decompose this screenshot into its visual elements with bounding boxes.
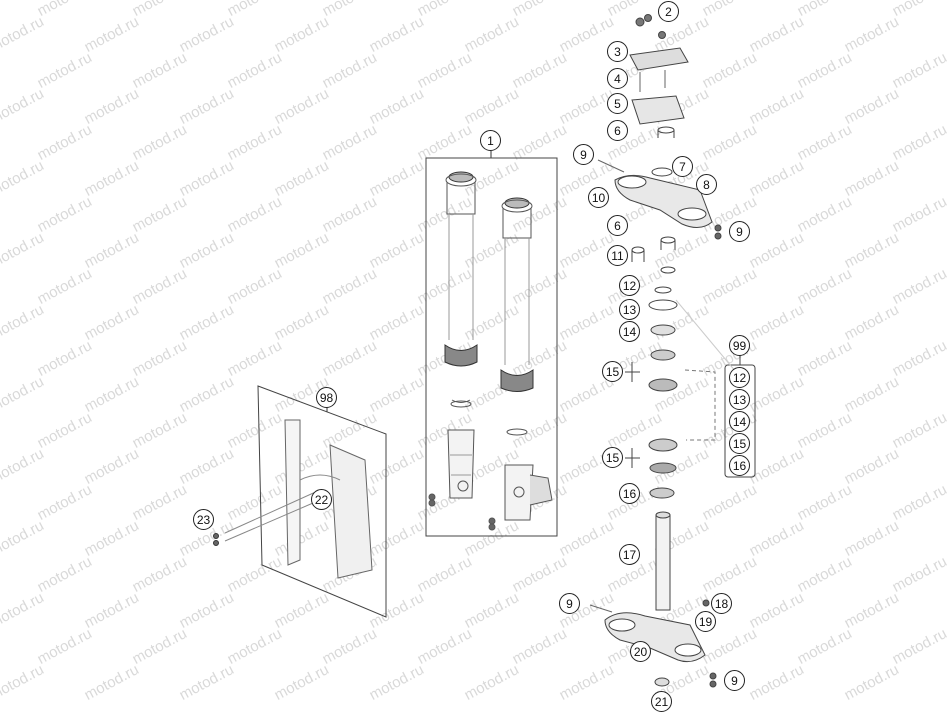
callout-16: 16 bbox=[619, 483, 640, 504]
callout-2: 2 bbox=[658, 1, 679, 22]
kit-99-item-15: 15 bbox=[729, 433, 750, 454]
callout-9-lower-left: 9 bbox=[559, 593, 580, 614]
callout-10: 10 bbox=[588, 187, 609, 208]
outer-tube-kit-box bbox=[213, 385, 387, 618]
callout-9-right: 9 bbox=[729, 221, 750, 242]
right-fork-leg bbox=[488, 197, 553, 531]
callout-98: 98 bbox=[316, 387, 337, 408]
callout-18: 18 bbox=[711, 593, 732, 614]
callout-5: 5 bbox=[607, 93, 628, 114]
callout-7: 7 bbox=[672, 156, 693, 177]
callout-15-upper: 15 bbox=[602, 361, 623, 382]
callout-17: 17 bbox=[619, 544, 640, 565]
kit-99-item-16: 16 bbox=[729, 455, 750, 476]
fork-assembly-box bbox=[425, 151, 558, 537]
callout-19: 19 bbox=[695, 611, 716, 632]
callout-11: 11 bbox=[607, 245, 628, 266]
callout-6-upper: 6 bbox=[607, 120, 628, 141]
callout-15-lower: 15 bbox=[602, 447, 623, 468]
callout-23: 23 bbox=[193, 509, 214, 530]
kit-99-item-13: 13 bbox=[729, 389, 750, 410]
callout-1: 1 bbox=[480, 130, 501, 151]
callout-3: 3 bbox=[607, 41, 628, 62]
kit-99-item-12: 12 bbox=[729, 367, 750, 388]
callout-21: 21 bbox=[651, 691, 672, 712]
callout-4: 4 bbox=[607, 68, 628, 89]
callout-22: 22 bbox=[311, 489, 332, 510]
callout-8: 8 bbox=[696, 174, 717, 195]
left-fork-leg bbox=[428, 171, 478, 507]
steering-assembly bbox=[589, 14, 722, 688]
callout-12: 12 bbox=[619, 275, 640, 296]
callout-9-upper: 9 bbox=[573, 144, 594, 165]
callout-14: 14 bbox=[619, 321, 640, 342]
callout-13: 13 bbox=[619, 299, 640, 320]
callout-6-lower: 6 bbox=[607, 215, 628, 236]
leader-lines bbox=[625, 299, 756, 478]
callout-20: 20 bbox=[630, 641, 651, 662]
kit-99-item-14: 14 bbox=[729, 411, 750, 432]
callout-9-lower-right: 9 bbox=[724, 670, 745, 691]
callout-99: 99 bbox=[729, 335, 750, 356]
